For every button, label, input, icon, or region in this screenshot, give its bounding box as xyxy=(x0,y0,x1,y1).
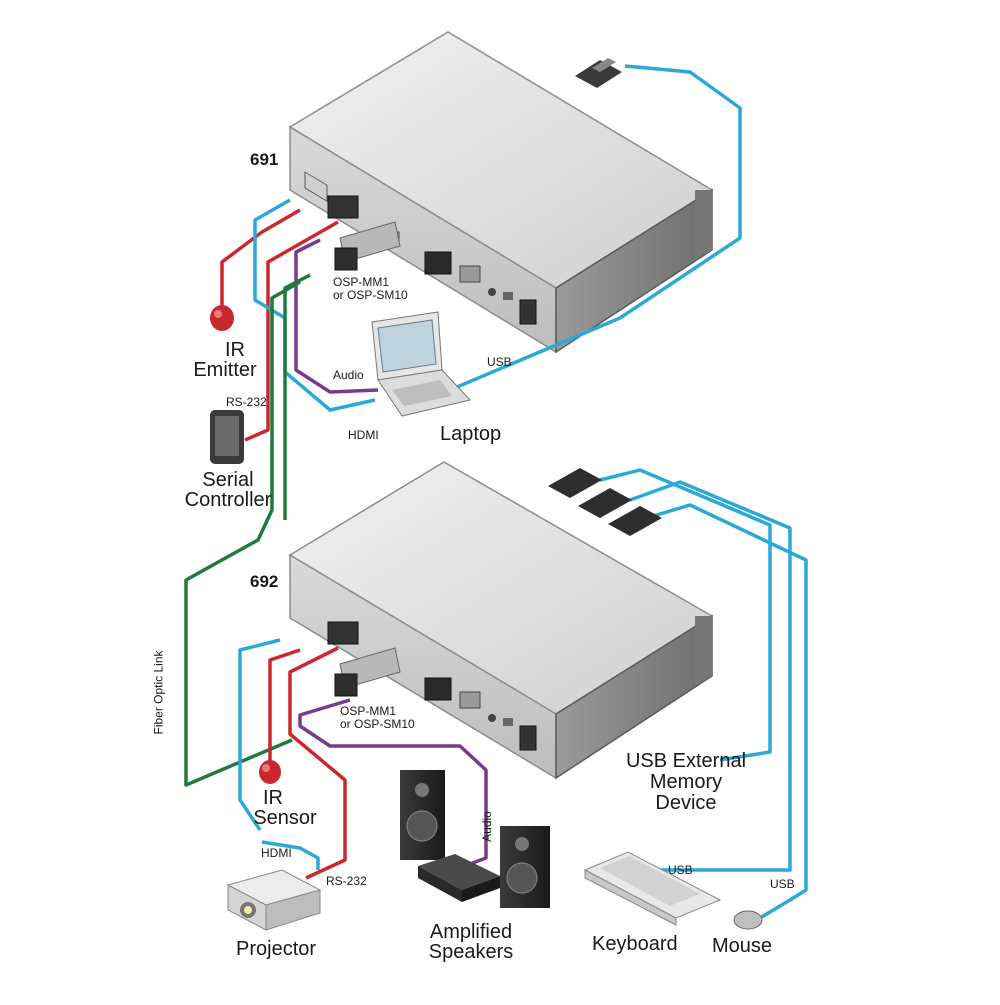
projector-label: Projector xyxy=(236,938,317,960)
cables-top xyxy=(184,64,742,787)
usb-memory-label-3: Device xyxy=(655,792,717,814)
speakers-label-2: Speakers xyxy=(428,941,514,963)
av-receiver-icon xyxy=(418,854,500,902)
module-label-top-2: or OSP-SM10 xyxy=(333,288,408,302)
usb-keyboard-label: USB xyxy=(668,863,693,877)
audio-top-label: Audio xyxy=(333,368,364,382)
ir-sensor-icon xyxy=(259,760,281,784)
hdmi-top-label: HDMI xyxy=(348,428,379,442)
module-label-bottom-1: OSP-MM1 xyxy=(340,704,397,718)
usb-memory-label-1: USB External xyxy=(625,750,747,772)
laptop-icon xyxy=(371,311,471,417)
terminal-block-icon xyxy=(327,195,359,219)
usb-mouse-label: USB xyxy=(770,877,795,891)
device-691 xyxy=(288,31,714,354)
rs232-bottom-label: RS-232 xyxy=(326,874,367,888)
ir-emitter-label-2: Emitter xyxy=(193,359,257,381)
device-692-model: 692 xyxy=(250,572,279,591)
device-691-model: 691 xyxy=(250,150,279,169)
serial-controller-icon xyxy=(210,410,244,464)
device-692 xyxy=(288,461,714,780)
projector-icon xyxy=(226,869,322,931)
ir-sensor-label-1: IR xyxy=(263,787,283,809)
laptop-label: Laptop xyxy=(440,423,502,445)
speakers-label-1: Amplified xyxy=(429,921,513,943)
keyboard-icon xyxy=(583,851,722,926)
hdmi-bottom-label: HDMI xyxy=(261,846,292,860)
ir-sensor-label-2: Sensor xyxy=(253,807,317,829)
usb-stick-icon xyxy=(548,468,662,536)
usb-memory-label-2: Memory xyxy=(649,771,723,793)
ir-emitter-icon xyxy=(210,305,234,331)
rs232-top-label: RS-232 xyxy=(226,395,267,409)
serial-controller-label-2: Controller xyxy=(184,489,272,511)
keyboard-label: Keyboard xyxy=(592,933,678,955)
fiber-link-label: Fiber Optic Link xyxy=(151,650,166,735)
mouse-icon xyxy=(733,910,763,930)
usb-top-label: USB xyxy=(487,355,512,369)
serial-controller-label-1: Serial xyxy=(202,469,254,491)
mouse-label: Mouse xyxy=(712,935,773,957)
usb-connector-icon xyxy=(575,58,622,88)
module-label-top-1: OSP-MM1 xyxy=(333,275,390,289)
speaker-icon xyxy=(400,770,550,908)
module-label-bottom-2: or OSP-SM10 xyxy=(340,717,415,731)
ir-emitter-label-1: IR xyxy=(225,339,245,361)
audio-bottom-label: Audio xyxy=(479,811,494,842)
